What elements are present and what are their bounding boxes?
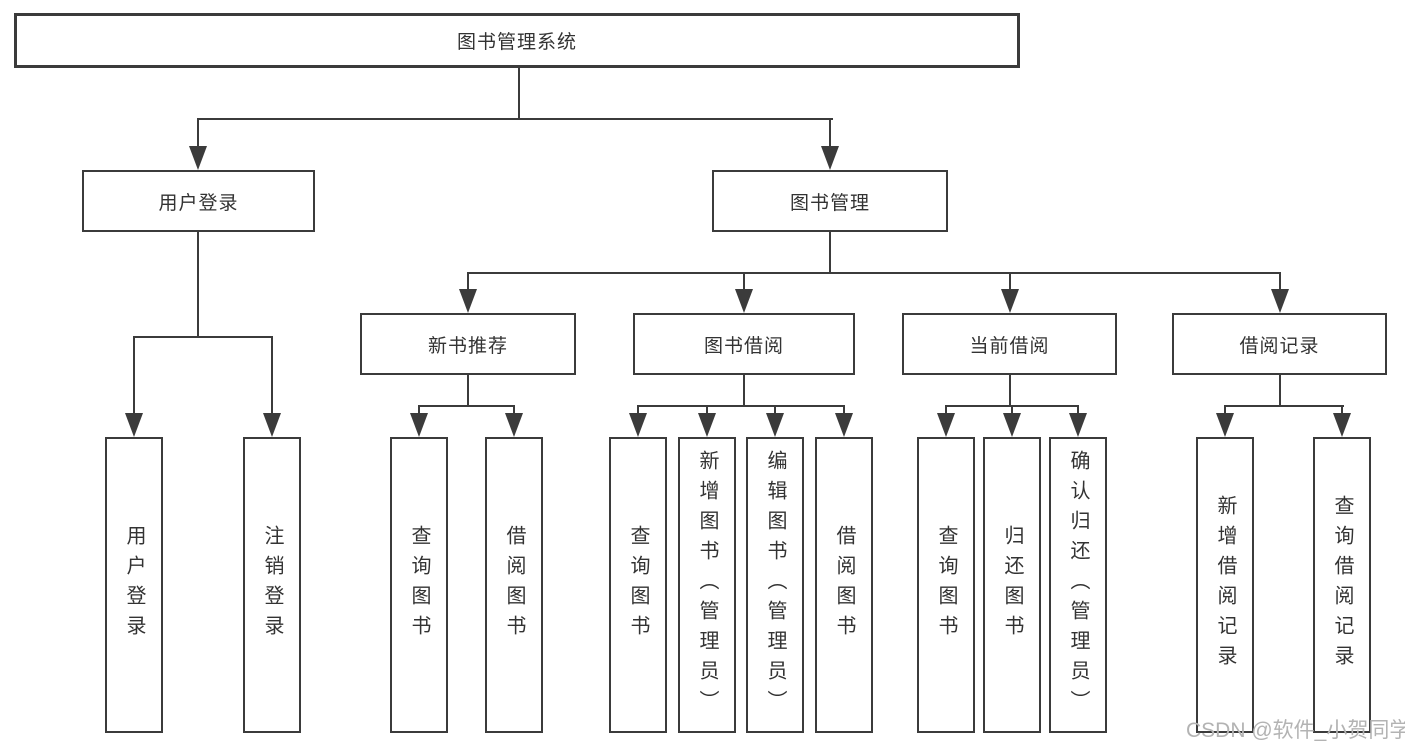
node-new-book-recommend: 新书推荐 xyxy=(360,313,576,375)
leaf-confirm-return-admin: 确认归还（管理员） xyxy=(1049,437,1107,733)
arrowhead-down-icon xyxy=(1271,289,1289,313)
leaf-logout: 注销登录 xyxy=(243,437,301,733)
arrowhead-down-icon xyxy=(459,289,477,313)
connector-line xyxy=(843,405,845,413)
connector-line xyxy=(1279,375,1281,405)
leaf-borrow-books: 借阅图书 xyxy=(815,437,873,733)
node-label: 当前借阅 xyxy=(969,335,1050,357)
connector-line xyxy=(1011,405,1013,413)
arrowhead-down-icon xyxy=(125,413,143,437)
arrowhead-down-icon xyxy=(835,413,853,437)
connector-line xyxy=(467,375,469,405)
node-current-borrowing: 当前借阅 xyxy=(902,313,1117,375)
connector-line xyxy=(418,405,420,413)
leaf-label: 用户登录 xyxy=(123,525,145,645)
leaf-borrow-books-recommend: 借阅图书 xyxy=(485,437,543,733)
leaf-edit-books-admin: 编辑图书（管理员） xyxy=(746,437,804,733)
leaf-label: 借阅图书 xyxy=(833,525,855,645)
connector-line xyxy=(467,272,1281,274)
connector-line xyxy=(518,68,520,118)
arrowhead-down-icon xyxy=(766,413,784,437)
node-book-borrowing: 图书借阅 xyxy=(633,313,855,375)
leaf-label: 查询借阅记录 xyxy=(1331,495,1353,675)
leaf-label: 查询图书 xyxy=(408,525,430,645)
connector-line xyxy=(774,405,776,413)
leaf-query-books-recommend: 查询图书 xyxy=(390,437,448,733)
leaf-add-borrow-record: 新增借阅记录 xyxy=(1196,437,1254,733)
arrowhead-down-icon xyxy=(1003,413,1021,437)
connector-line xyxy=(1009,272,1011,289)
arrowhead-down-icon xyxy=(937,413,955,437)
connector-line xyxy=(829,118,831,146)
leaf-add-books-admin: 新增图书（管理员） xyxy=(678,437,736,733)
arrowhead-down-icon xyxy=(189,146,207,170)
connector-line xyxy=(1224,405,1226,413)
connector-line xyxy=(1009,375,1011,405)
arrowhead-down-icon xyxy=(263,413,281,437)
leaf-label: 新增借阅记录 xyxy=(1214,495,1236,675)
connector-line xyxy=(637,405,845,407)
leaf-return-books: 归还图书 xyxy=(983,437,1041,733)
connector-line xyxy=(197,118,199,146)
connector-line xyxy=(829,232,831,272)
csdn-watermark: CSDN @软件_小贺同学 xyxy=(1186,719,1405,742)
leaf-label: 注销登录 xyxy=(261,525,283,645)
node-library-system: 图书管理系统 xyxy=(14,13,1020,68)
connector-line xyxy=(945,405,947,413)
arrowhead-down-icon xyxy=(735,289,753,313)
connector-line xyxy=(1279,272,1281,289)
leaf-label: 确认归还（管理员） xyxy=(1067,450,1089,720)
arrowhead-down-icon xyxy=(1333,413,1351,437)
connector-line xyxy=(133,336,135,413)
node-borrowing-records: 借阅记录 xyxy=(1172,313,1387,375)
connector-line xyxy=(706,405,708,413)
leaf-query-borrow-record: 查询借阅记录 xyxy=(1313,437,1371,733)
arrowhead-down-icon xyxy=(698,413,716,437)
connector-line xyxy=(1224,405,1344,407)
node-label: 图书借阅 xyxy=(703,335,784,357)
connector-line xyxy=(133,336,273,338)
node-label: 图书管理系统 xyxy=(456,32,577,53)
connector-line xyxy=(743,375,745,405)
connector-line xyxy=(418,405,515,407)
arrowhead-down-icon xyxy=(410,413,428,437)
arrowhead-down-icon xyxy=(821,146,839,170)
connector-line xyxy=(467,272,469,289)
leaf-label: 新增图书（管理员） xyxy=(696,450,718,720)
node-user-login: 用户登录 xyxy=(82,170,315,232)
connector-line xyxy=(743,272,745,289)
connector-line xyxy=(637,405,639,413)
arrowhead-down-icon xyxy=(505,413,523,437)
connector-line xyxy=(271,336,273,413)
leaf-query-books-borrowing: 查询图书 xyxy=(609,437,667,733)
leaf-label: 查询图书 xyxy=(627,525,649,645)
connector-line xyxy=(197,118,833,120)
connector-line xyxy=(1077,405,1079,413)
arrowhead-down-icon xyxy=(1069,413,1087,437)
node-label: 新书推荐 xyxy=(427,335,508,357)
connector-line xyxy=(1341,405,1343,413)
leaf-label: 查询图书 xyxy=(935,525,957,645)
leaf-user-login: 用户登录 xyxy=(105,437,163,733)
leaf-label: 编辑图书（管理员） xyxy=(764,450,786,720)
node-label: 图书管理 xyxy=(789,192,870,214)
connector-line xyxy=(513,405,515,413)
node-book-management: 图书管理 xyxy=(712,170,948,232)
arrowhead-down-icon xyxy=(1001,289,1019,313)
leaf-label: 归还图书 xyxy=(1001,525,1023,645)
node-label: 用户登录 xyxy=(158,192,239,214)
leaf-label: 借阅图书 xyxy=(503,525,525,645)
arrowhead-down-icon xyxy=(1216,413,1234,437)
connector-line xyxy=(197,232,199,336)
arrowhead-down-icon xyxy=(629,413,647,437)
node-label: 借阅记录 xyxy=(1239,335,1320,357)
leaf-query-books-current: 查询图书 xyxy=(917,437,975,733)
